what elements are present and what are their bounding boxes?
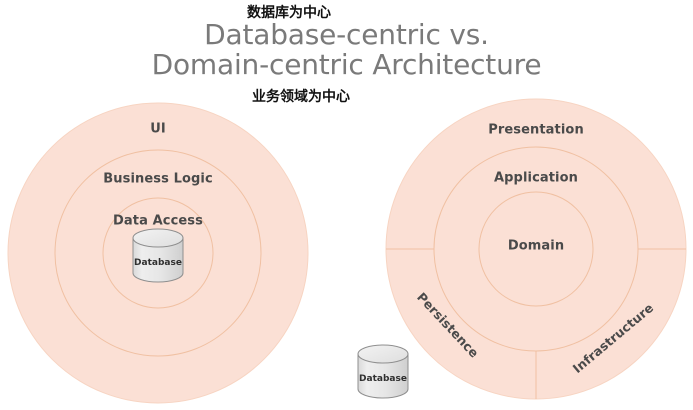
page-title-line-1: Database-centric vs. — [204, 18, 489, 51]
label-domain: Domain — [507, 238, 565, 254]
label-ui: UI — [150, 121, 166, 137]
page-title: Database-centric vs. Domain-centric Arch… — [0, 20, 693, 80]
label-database-left: Database — [134, 258, 182, 268]
right-database-cylinder — [357, 344, 409, 399]
page-title-line-2: Domain-centric Architecture — [151, 48, 542, 81]
label-database-right: Database — [359, 374, 407, 384]
ring-domain — [478, 191, 594, 307]
annotation-domain-centric-cn: 业务领域为中心 — [252, 89, 350, 105]
label-business-logic: Business Logic — [103, 171, 213, 187]
label-data-access: Data Access — [113, 213, 203, 229]
label-application: Application — [493, 170, 579, 186]
annotation-database-centric-cn: 数据库为中心 — [247, 5, 331, 21]
left-database-cylinder — [132, 228, 184, 283]
label-presentation: Presentation — [488, 122, 584, 138]
right-diagram-rings — [385, 98, 687, 400]
